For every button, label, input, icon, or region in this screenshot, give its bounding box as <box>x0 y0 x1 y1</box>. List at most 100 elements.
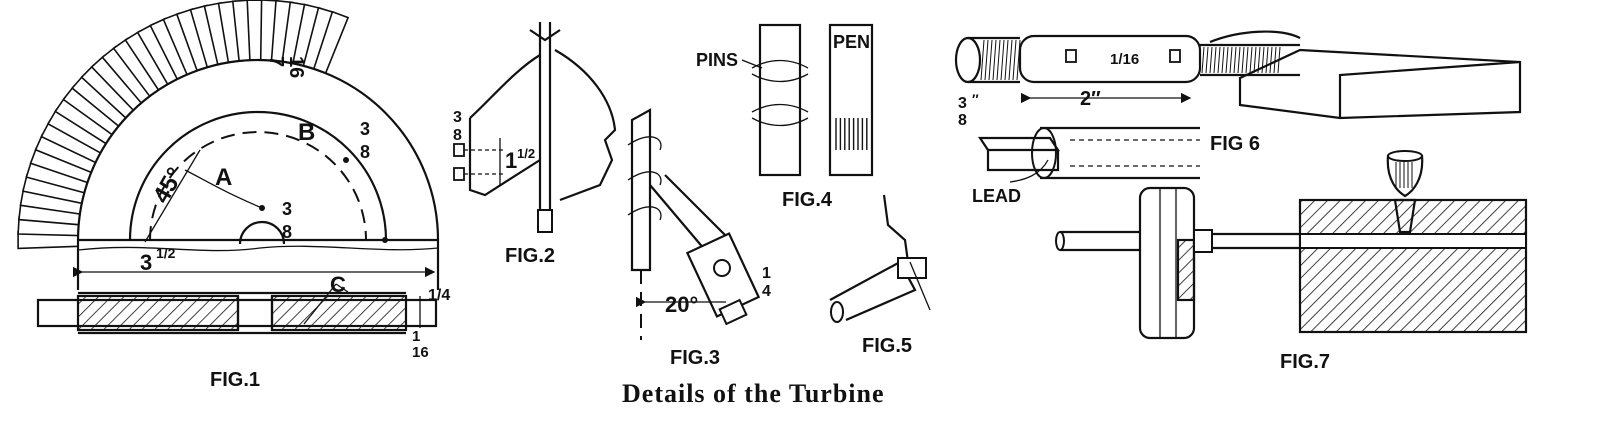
helix-1 <box>627 136 662 151</box>
bracket-left <box>468 118 541 197</box>
dashed-path <box>149 131 367 241</box>
figure-5-label: FIG.5 <box>862 335 912 357</box>
figure-4: PINS PEN FIG.4 <box>696 23 874 211</box>
thread <box>1221 46 1225 74</box>
helix-3 <box>627 206 662 221</box>
dia-num: 3 <box>958 95 967 112</box>
thread <box>1253 46 1257 74</box>
thread <box>1233 46 1237 74</box>
thread <box>1229 46 1233 74</box>
figure-2: 3 8 1 1/2 FIG.2 <box>453 22 617 267</box>
pen-lines <box>835 118 868 150</box>
label-c: C <box>330 272 346 297</box>
bracket-5 <box>882 194 910 263</box>
pin-curve-3 <box>751 117 809 127</box>
figure-7-label: FIG.7 <box>1280 351 1330 373</box>
figure-2-label: FIG.2 <box>505 245 555 267</box>
thread <box>1012 39 1017 81</box>
figure-3-label: FIG.3 <box>670 347 720 369</box>
shaft-tip <box>537 209 553 233</box>
angle-line <box>144 149 201 243</box>
wheel-hatch <box>1176 238 1196 302</box>
thread <box>992 39 997 81</box>
pin-curve-2 <box>751 103 809 113</box>
pins-leader <box>741 59 763 69</box>
clamp-tip <box>718 298 748 326</box>
lead-label: LEAD <box>972 186 1021 206</box>
oil-hole <box>1393 198 1417 234</box>
figure-4-label: FIG.4 <box>782 189 833 211</box>
width-num: 1 <box>762 265 771 282</box>
dia-mark: ″ <box>972 91 979 107</box>
outer-arc <box>76 58 440 241</box>
axle-left <box>1060 230 1140 252</box>
pen-label: PEN <box>833 32 870 52</box>
bolt-2 <box>453 167 465 181</box>
tube-threads <box>980 39 1021 81</box>
thread <box>1245 46 1249 74</box>
thread <box>1217 46 1221 74</box>
width-den: 4 <box>762 283 771 300</box>
spacing-num: 3 <box>453 109 462 126</box>
housing <box>1298 198 1528 334</box>
length-whole: 3 <box>140 250 152 275</box>
inner-arc <box>128 110 388 241</box>
thread <box>1265 46 1269 74</box>
rod <box>1200 43 1300 77</box>
pins-label: PINS <box>696 50 738 70</box>
thread <box>1209 46 1213 74</box>
axle-right <box>1212 232 1300 250</box>
point-b <box>343 157 349 163</box>
label-b: B <box>298 119 315 146</box>
dia-den: 8 <box>958 112 967 129</box>
plate-den: 16 <box>412 344 429 361</box>
height-num: 7 <box>265 56 287 67</box>
figure-1: 45° A B C 7 16 3 8 3 8 3 1/2 1/4 1 16 FI… <box>17 0 450 391</box>
point-d <box>382 237 388 243</box>
figure-6-label: FIG 6 <box>1210 133 1260 155</box>
bore <box>1299 233 1527 249</box>
blade-profile <box>554 49 617 202</box>
label-a: A <box>215 164 232 191</box>
tube-dim: 1/16 <box>1110 51 1139 68</box>
thread <box>1004 39 1009 81</box>
oil-cup-rim <box>1387 150 1423 162</box>
rod-curve <box>1209 30 1301 44</box>
block-6 <box>1238 48 1522 120</box>
screw-1 <box>1065 49 1077 63</box>
thread <box>980 39 985 81</box>
lead-piece-side <box>986 150 1060 172</box>
tube-section <box>1040 126 1200 180</box>
figure-1-label: FIG.1 <box>210 369 260 391</box>
blade-num: 3 <box>360 119 370 139</box>
leader-a <box>184 169 263 209</box>
figure-5: FIG.5 <box>829 194 931 357</box>
thread <box>1213 46 1217 74</box>
lead-piece <box>977 136 1061 152</box>
bracket-top <box>469 54 541 119</box>
hub-num: 3 <box>282 199 292 219</box>
thread <box>1269 46 1273 74</box>
tube-section-end <box>1031 127 1057 179</box>
thread <box>1273 46 1277 74</box>
bolt-1 <box>453 143 465 157</box>
plate-num: 1 <box>412 328 420 345</box>
thread <box>1249 46 1253 74</box>
thread <box>988 39 993 81</box>
pin-strip <box>758 23 802 177</box>
rod-5-end <box>830 301 844 323</box>
leader-c2 <box>303 283 337 325</box>
tube <box>968 36 1020 84</box>
height-den: 16 <box>285 56 307 78</box>
pen-strip <box>828 23 874 177</box>
thick-label: 1/4 <box>428 287 450 304</box>
hub-7 <box>1193 229 1213 253</box>
thread <box>1008 39 1013 81</box>
axle-end <box>1055 231 1065 251</box>
angle-label: 45° <box>148 163 190 208</box>
pin-curve-4 <box>751 73 809 83</box>
thread <box>996 39 1001 81</box>
hub-den: 8 <box>282 222 292 242</box>
oil-cup-lines <box>1395 162 1413 188</box>
